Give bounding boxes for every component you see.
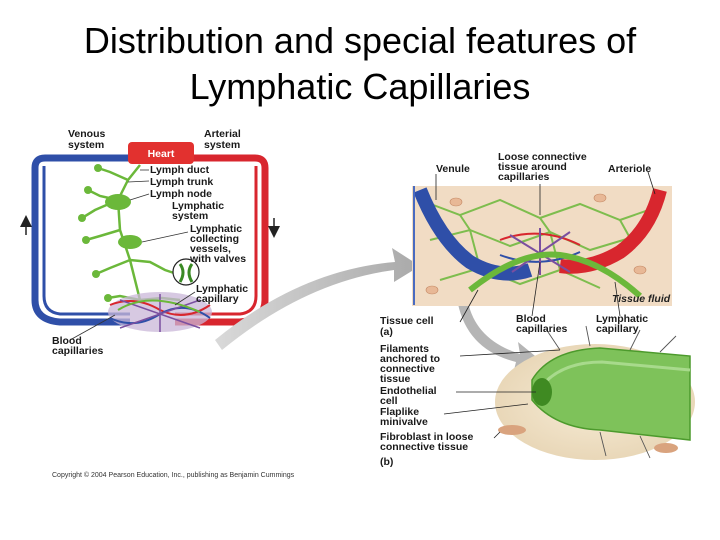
copyright-text: Copyright © 2004 Pearson Education, Inc.…: [52, 471, 295, 479]
venous-vessel: [31, 154, 140, 326]
lymphatic-system-label: Lymphatic system: [172, 200, 227, 222]
tissue-cell-label: Tissue cell: [380, 315, 434, 327]
heart-shape: [128, 142, 194, 164]
zoom-arrow-a: [215, 248, 420, 350]
panel-b-closeup: Filaments anchored to connective tissue …: [380, 325, 695, 468]
panel-a-detail: Venule Loose connective tissue around ca…: [380, 151, 672, 338]
collecting-vessels-label: Lymphatic collecting vessels, with valve…: [189, 223, 246, 265]
endothelial-label: Endothelial cell: [380, 385, 440, 407]
lymph-node-label: Lymph node: [150, 188, 212, 200]
panel-b-marker: (b): [380, 456, 393, 468]
slide-title: Distribution and special features of Lym…: [0, 18, 720, 110]
fibroblast-label: Fibroblast in loose connective tissue: [380, 431, 476, 453]
lymphatic-capillary-vessel: [468, 251, 643, 299]
lymph-trunk-label: Lymph trunk: [150, 176, 213, 188]
capillary-lumen: [532, 378, 552, 406]
flaplike-label: Flaplike minivalve: [380, 406, 428, 428]
venule-vessel: [413, 187, 533, 281]
arteriole-vessel: [559, 188, 667, 274]
tissue-fluid-label: Tissue fluid: [612, 293, 671, 305]
zoom-arrow-b: [458, 302, 540, 370]
blood-capillaries-label-detail: Blood capillaries: [516, 313, 568, 335]
capillary-bed: [108, 292, 212, 332]
panel-a-marker: (a): [380, 326, 393, 338]
heart-label: Heart: [148, 148, 175, 160]
filaments-label: Filaments anchored to connective tissue: [380, 343, 443, 385]
arterial-system-label: Arterial system: [204, 128, 244, 151]
lymph-node-shape: [105, 194, 131, 210]
lymphatic-capillary-label-detail: Lymphatic capillary: [596, 313, 651, 335]
title-line-2: Lymphatic Capillaries: [189, 66, 531, 107]
blood-capillaries-label-a: Blood capillaries: [52, 335, 104, 357]
lymph-duct-label: Lymph duct: [150, 164, 210, 176]
lymphatic-capillary-label-a: Lymphatic capillary: [196, 283, 251, 305]
venule-label: Venule: [436, 163, 470, 175]
capillary-tube: [531, 347, 691, 441]
venous-system-label: Venous system: [68, 128, 108, 151]
title-line-1: Distribution and special features of: [83, 20, 637, 61]
panel-a-overview: Heart: [20, 128, 295, 479]
loose-connective-label: Loose connective tissue around capillari…: [498, 151, 590, 183]
arteriole-label: Arteriole: [608, 163, 651, 175]
